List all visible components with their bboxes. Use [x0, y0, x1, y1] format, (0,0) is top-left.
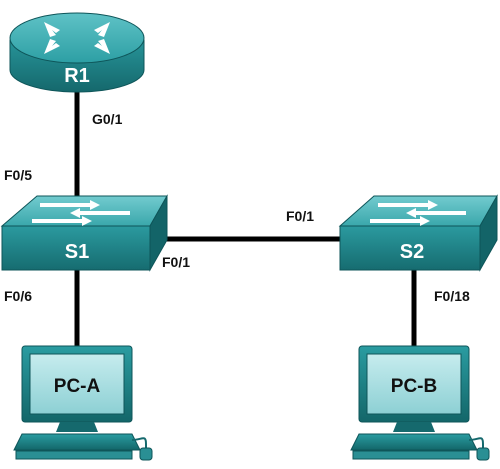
- pc-label: PC-A: [54, 376, 101, 397]
- port-label-s1-f0-6: F0/6: [4, 288, 32, 304]
- port-label-s1-f0-5: F0/5: [4, 167, 32, 183]
- pc-base-icon: [350, 433, 478, 451]
- switch-arrows-icon: [370, 200, 466, 226]
- pc-stand-icon: [56, 422, 98, 432]
- switch-front-icon: [339, 225, 481, 271]
- switch-label: S1: [65, 241, 89, 263]
- pc-stand-icon: [393, 422, 435, 432]
- switch-arrows-icon: [32, 200, 130, 226]
- pc-label: PC-B: [391, 376, 437, 397]
- mouse-icon: [476, 447, 490, 461]
- port-label-s1-f0-1: F0/1: [162, 254, 190, 270]
- keyboard-icon: [15, 450, 133, 460]
- switch-s2[interactable]: S2: [338, 194, 498, 272]
- mouse-cable-icon: [131, 437, 147, 448]
- pc-base-icon: [13, 433, 141, 451]
- links: [74, 92, 417, 346]
- pc-b[interactable]: PC-B: [350, 345, 490, 461]
- port-label-r1-g0-1: G0/1: [92, 111, 123, 127]
- router-arrows-icon: [44, 22, 110, 54]
- mouse-cable-icon: [468, 437, 484, 448]
- router-r1[interactable]: R1: [9, 12, 145, 93]
- monitor-screen-icon: [366, 353, 462, 415]
- mouse-icon: [139, 447, 153, 461]
- router-label: R1: [64, 65, 90, 87]
- monitor-screen-icon: [29, 353, 125, 415]
- port-label-s2-f0-1: F0/1: [286, 208, 314, 224]
- router-top-icon: [9, 12, 145, 64]
- pc-a[interactable]: PC-A: [13, 345, 153, 461]
- port-labels: G0/1 F0/5 F0/1 F0/6 F0/1 F0/18: [4, 111, 470, 304]
- switch-s1[interactable]: S1: [0, 194, 168, 272]
- port-label-s2-f0-18: F0/18: [434, 288, 470, 304]
- keyboard-icon: [352, 450, 470, 460]
- switch-front-icon: [1, 225, 151, 271]
- switch-label: S2: [400, 241, 424, 263]
